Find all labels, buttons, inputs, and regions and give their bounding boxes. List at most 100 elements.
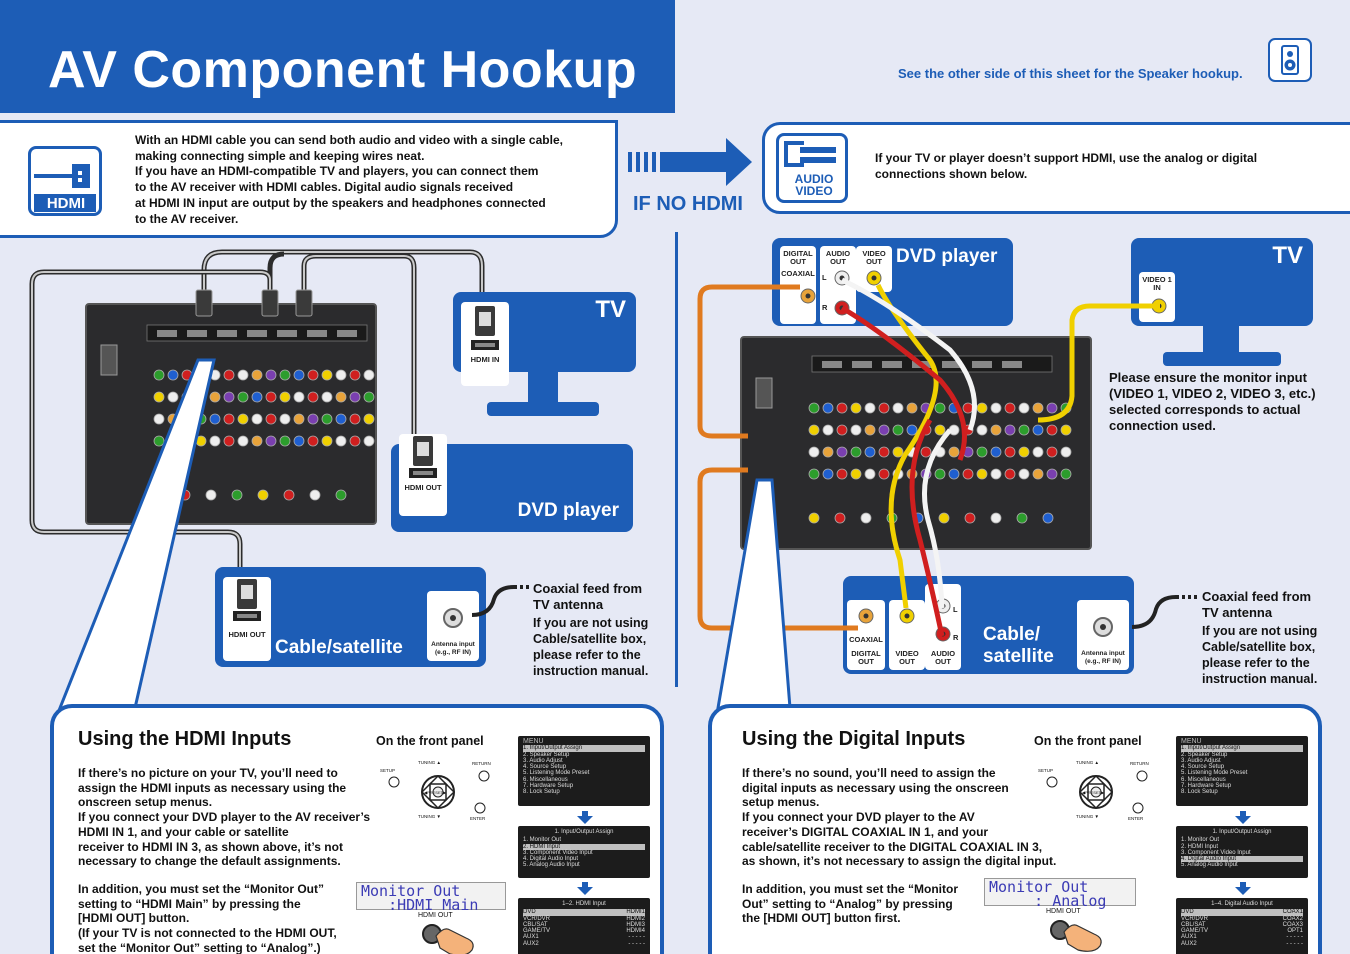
- cable-video-out-port: VIDEO OUT: [889, 600, 925, 670]
- menu-item[interactable]: 7. Hardware Setup: [523, 783, 574, 790]
- hdmi-info-line: If you have an HDMI-compatible TV and pl…: [135, 164, 539, 179]
- menu-item[interactable]: 7. Hardware Setup: [1181, 783, 1232, 790]
- menu-row-value[interactable]: - - - - -: [1286, 934, 1303, 941]
- return-button[interactable]: RETURN: [472, 761, 491, 766]
- hdmi-out-button[interactable]: [1048, 916, 1102, 954]
- receiver-jack: [1018, 424, 1030, 436]
- receiver-jack: [1004, 468, 1016, 480]
- tv-hdmi-in-label: HDMI IN: [470, 355, 500, 364]
- menu-item[interactable]: 4. Digital Audio Input: [523, 856, 579, 863]
- menu-item[interactable]: 4. Source Setup: [1181, 764, 1225, 771]
- preset-button[interactable]: ◀PRESET▶: [1082, 790, 1105, 795]
- menu-item[interactable]: 2. Speaker Setup: [523, 751, 570, 758]
- enter-button[interactable]: ENTER: [1128, 816, 1144, 821]
- menu-item[interactable]: 8. Lock Setup: [1181, 789, 1218, 796]
- menu-item[interactable]: 2. Speaker Setup: [1181, 751, 1228, 758]
- arrow-down-icon: [577, 811, 593, 824]
- cable-right-label-line: Cable/: [983, 624, 1041, 645]
- receiver-jack: [878, 468, 890, 480]
- tuning-up-button[interactable]: TUNING ▲: [1076, 760, 1099, 765]
- receiver-jack: [223, 369, 235, 381]
- menu-row-value[interactable]: - - - - -: [1286, 940, 1303, 947]
- tv-right: TV VIDEO 1 IN: [1131, 238, 1313, 326]
- hdmi-out-button[interactable]: [420, 920, 474, 954]
- menu-row-value[interactable]: HDMI1: [626, 909, 645, 916]
- receiver-jack: [976, 468, 988, 480]
- receiver-jack: [1004, 446, 1016, 458]
- menu-row-value[interactable]: - - - - -: [628, 934, 645, 941]
- menu-item[interactable]: 1. Monitor Out: [523, 837, 562, 844]
- monitor-note-line: connection used.: [1109, 418, 1216, 433]
- menu-item[interactable]: 3. Component Video Input: [1181, 849, 1251, 856]
- digital-inputs-panel: Using the Digital Inputs On the front pa…: [708, 704, 1322, 954]
- menu-item[interactable]: 5. Analog Audio Input: [523, 862, 580, 869]
- tv-hdmi-in-port: HDMI IN: [461, 302, 509, 386]
- menu-item[interactable]: 6. Miscellaneous: [1181, 776, 1226, 783]
- receiver-jack: [1018, 446, 1030, 458]
- receiver-jack: [237, 435, 249, 447]
- menu-row-value[interactable]: HDMI3: [626, 921, 645, 928]
- menu-item[interactable]: 5. Listening Mode Preset: [523, 770, 590, 777]
- front-panel-label: On the front panel: [1034, 734, 1142, 748]
- cable-satellite-right: COAXIAL DIGITAL OUT VIDEO OUT L R AUDIO …: [843, 576, 1134, 674]
- receiver-jack: [349, 435, 361, 447]
- para-line: receiver’s DIGITAL COAXIAL IN 1, and you…: [742, 824, 989, 839]
- menu-row-value[interactable]: - - - - -: [628, 940, 645, 947]
- coax-antenna-right-cable: [1131, 595, 1198, 629]
- tuning-up-button[interactable]: TUNING ▲: [418, 760, 441, 765]
- coax-note-left-title: Coaxial feed from: [533, 581, 643, 596]
- preset-button[interactable]: ◀PRESET▶: [424, 790, 447, 795]
- tv-left: TV HDMI IN: [453, 292, 636, 386]
- receiver-jack: [878, 424, 890, 436]
- setup-button[interactable]: SETUP: [380, 768, 396, 773]
- receiver-jack: [265, 369, 277, 381]
- receiver-jack: [938, 512, 950, 524]
- menu-row-value[interactable]: COAX1: [1282, 909, 1303, 916]
- menu-item[interactable]: 3. Audio Adjust: [523, 757, 563, 764]
- receiver-jack: [205, 489, 217, 501]
- menu-item[interactable]: 3. Audio Adjust: [1181, 757, 1221, 764]
- menu-item[interactable]: 1. Input/Output Assign: [1181, 745, 1303, 752]
- menu-item[interactable]: 3. Component Video Input: [523, 849, 593, 856]
- analog-info-text: If your TV or player doesn’t support HDM…: [875, 151, 1345, 182]
- receiver-jack: [878, 402, 890, 414]
- menu-item[interactable]: 6. Miscellaneous: [523, 776, 568, 783]
- menu-item[interactable]: 4. Source Setup: [523, 764, 567, 771]
- receiver-jack: [251, 435, 263, 447]
- tv-left-neck: [528, 372, 558, 402]
- hdmi-inputs-heading: Using the HDMI Inputs: [78, 728, 292, 750]
- menu-item[interactable]: 2. HDMI Input: [1181, 843, 1219, 850]
- receiver-jack: [976, 402, 988, 414]
- menu-row-value[interactable]: COAX2: [1282, 915, 1303, 922]
- receiver-jack: [237, 391, 249, 403]
- menu-item[interactable]: 2. HDMI Input: [523, 843, 645, 850]
- tuning-down-button[interactable]: TUNING ▼: [1076, 814, 1099, 819]
- menu-row-value[interactable]: HDMI4: [626, 928, 645, 935]
- menu-item[interactable]: 5. Analog Audio Input: [1181, 862, 1238, 869]
- receiver-jack: [934, 424, 946, 436]
- return-button[interactable]: RETURN: [1130, 761, 1149, 766]
- menu-row-value[interactable]: OPT1: [1287, 928, 1303, 935]
- menu-item[interactable]: 5. Listening Mode Preset: [1181, 770, 1248, 777]
- receiver-jack: [321, 369, 333, 381]
- tv-left-label: TV: [595, 296, 626, 323]
- menu-item[interactable]: 8. Lock Setup: [523, 789, 560, 796]
- coax-note-right-body: Cable/satellite box,: [1202, 640, 1316, 654]
- enter-button[interactable]: ENTER: [470, 816, 486, 821]
- receiver-jack: [850, 446, 862, 458]
- menu-item[interactable]: 1. Monitor Out: [1181, 837, 1220, 844]
- receiver-jack: [948, 468, 960, 480]
- hdmi-inputs-para1: If there’s no picture on your TV, you’ll…: [78, 766, 388, 869]
- hdmi-inputs-para2: In addition, you must set the “Monitor O…: [78, 882, 378, 954]
- menu-row-label: GAME/TV: [1181, 928, 1209, 935]
- menu-row-value[interactable]: HDMI2: [626, 915, 645, 922]
- dvd-audio-out-label: AUDIO OUT: [825, 249, 851, 266]
- menu-item[interactable]: 1. Input/Output Assign: [523, 745, 645, 752]
- setup-button[interactable]: SETUP: [1038, 768, 1054, 773]
- menu-row-value[interactable]: COAX3: [1282, 921, 1303, 928]
- receiver-jack: [1060, 468, 1072, 480]
- menu-row-label: DVD: [523, 909, 536, 916]
- antenna-input-right: Antenna input (e.g., RF IN): [1077, 600, 1129, 670]
- tuning-down-button[interactable]: TUNING ▼: [418, 814, 441, 819]
- menu-item[interactable]: 4. Digital Audio Input: [1181, 856, 1303, 863]
